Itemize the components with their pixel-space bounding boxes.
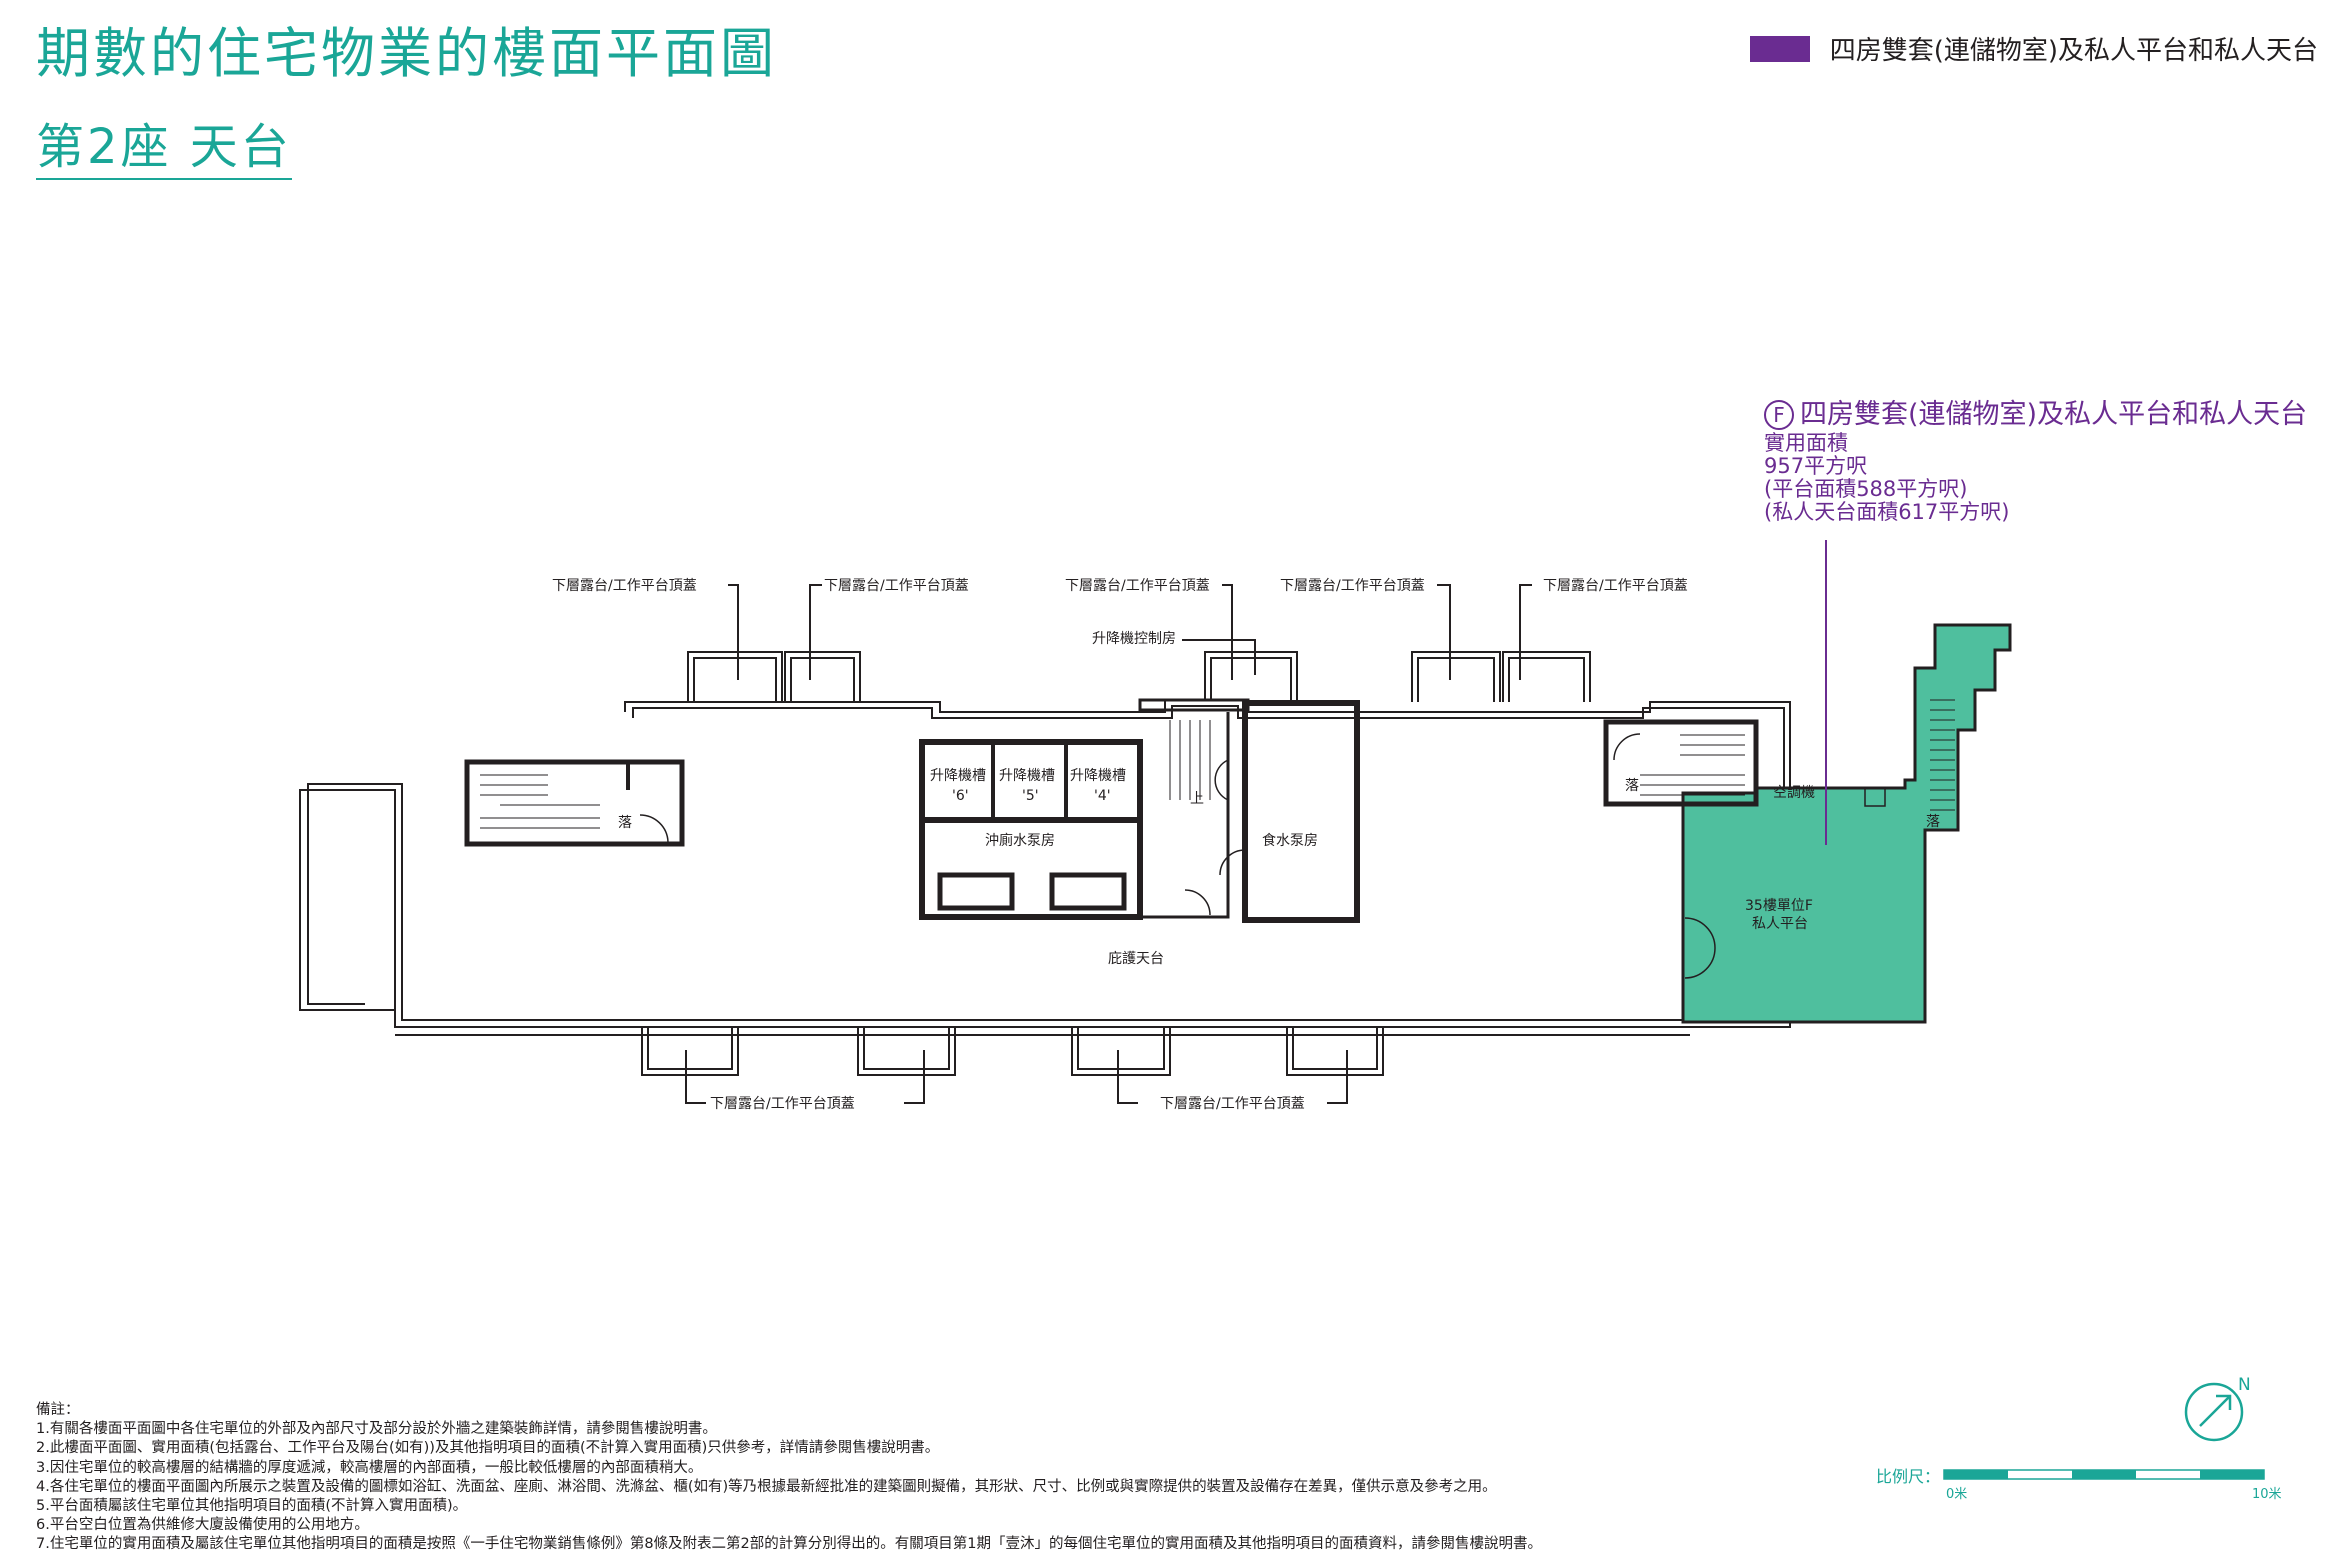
unit-flat-type-label: 私人平台 xyxy=(1752,916,1808,932)
unit-type-name: 四房雙套(連儲物室)及私人平台和私人天台 xyxy=(1800,399,2308,430)
central-core-right xyxy=(1242,700,1360,923)
note-item: 1.有關各樓面平面圖中各住宅單位的外部及內部尺寸及部分設於外牆之建築裝飾詳情，請… xyxy=(36,1421,717,1438)
leader-line xyxy=(904,1050,925,1104)
left-stair-core xyxy=(464,759,685,847)
leader-line xyxy=(728,584,739,680)
canopy-bottom-box xyxy=(641,1027,739,1076)
leader-line xyxy=(1519,584,1532,680)
unit-info-heading: F 四房雙套(連儲物室)及私人平台和私人天台 xyxy=(1764,398,2307,432)
unit-info-block: F 四房雙套(連儲物室)及私人平台和私人天台 實用面積 957平方呎 (平台面積… xyxy=(1764,398,2307,524)
canopy-bottom-box xyxy=(1286,1027,1384,1076)
canopy-label: 下層露台/工作平台頂蓋 xyxy=(824,578,969,594)
lift-shaft-number: '6' xyxy=(952,788,969,804)
potable-pump-room-label: 食水泵房 xyxy=(1262,832,1318,849)
legend-swatch xyxy=(1749,35,1810,62)
stair-lines xyxy=(1169,720,1211,800)
scale-segment xyxy=(1944,1470,2008,1479)
pump-tank xyxy=(1049,872,1127,911)
north-label: N xyxy=(2238,1375,2251,1395)
private-flat-roof xyxy=(1681,623,2012,1024)
up-label: 上 xyxy=(1190,791,1204,807)
lift-shaft-number: '4' xyxy=(1094,788,1111,804)
unit-info-line: 實用面積 xyxy=(1764,431,1848,455)
protected-roof-label: 庇護天台 xyxy=(1108,951,1164,967)
unit-code-badge: F xyxy=(1764,400,1794,430)
canopy-top-box xyxy=(1204,651,1298,700)
canopy-top-box xyxy=(1502,651,1591,702)
notes-heading: 備註： xyxy=(36,1402,80,1418)
leader-line xyxy=(1117,1050,1138,1104)
page-title: 期數的住宅物業的樓面平面圖 xyxy=(36,22,777,85)
canopy-bottom-box xyxy=(857,1027,956,1076)
note-item: 3.因住宅單位的較高樓層的結構牆的厚度遞減，較高樓層的內部面積，一般比較低樓層的… xyxy=(36,1459,703,1476)
stair-lines xyxy=(1640,734,1745,796)
lift-shaft-label: 升降機槽 xyxy=(930,768,986,784)
right-stair-core xyxy=(1603,719,1759,807)
note-item: 7.住宅單位的實用面積及屬該住宅單位其他指明項目的面積是按照《一手住宅物業銷售條… xyxy=(36,1536,1543,1553)
canopy-label: 下層露台/工作平台頂蓋 xyxy=(1543,578,1688,594)
north-arrow-icon: N xyxy=(2184,1375,2251,1442)
leader-line xyxy=(809,584,822,680)
unit-info-line: (平台面積588平方呎) xyxy=(1764,477,1968,501)
lift-shaft-label: 升降機槽 xyxy=(999,768,1055,784)
unit-info-line: (私人天台面積617平方呎) xyxy=(1764,500,2010,524)
lift-shaft-label: 升降機槽 xyxy=(1070,768,1126,784)
stair-lines xyxy=(1930,699,1955,811)
down-label: 落 xyxy=(1625,778,1639,794)
lift-control-room-label: 升降機控制房 xyxy=(1092,631,1176,647)
down-label: 落 xyxy=(1926,814,1940,830)
unit-info-line: 957平方呎 xyxy=(1764,454,1868,478)
note-item: 5.平台面積屬該住宅單位其他指明項目的面積(不計算入實用面積)。 xyxy=(36,1498,468,1515)
note-item: 6.平台空白位置為供維修大廈設備使用的公用地方。 xyxy=(36,1517,369,1534)
lift-shaft-number: '5' xyxy=(1022,788,1039,804)
canopy-label: 下層露台/工作平台頂蓋 xyxy=(1160,1096,1305,1112)
scale-segment xyxy=(2200,1470,2264,1479)
leader-line xyxy=(1222,584,1233,680)
page-subtitle: 第2座 天台 xyxy=(36,118,292,180)
door-swing xyxy=(1684,917,1716,979)
aircon-label: 空調機 xyxy=(1773,785,1815,801)
north-arrow: N xyxy=(2182,1370,2257,1449)
canopy-label: 下層露台/工作平台頂蓋 xyxy=(1280,578,1425,594)
leader-line xyxy=(1437,584,1451,680)
canopy-bottom-box xyxy=(1071,1027,1171,1076)
pump-tank xyxy=(937,872,1015,911)
canopy-label: 下層露台/工作平台頂蓋 xyxy=(710,1096,855,1112)
building-outline xyxy=(299,699,1791,1028)
canopy-top-box xyxy=(784,651,861,702)
central-core-left xyxy=(919,739,1143,920)
legend: 四房雙套(連儲物室)及私人平台和私人天台 xyxy=(1749,30,2318,67)
aircon-unit xyxy=(1864,787,1886,807)
note-item: 2.此樓面平面圖、實用面積(包括露台、工作平台及陽台(如有))及其他指明項目的面… xyxy=(36,1440,940,1457)
canopy-label: 下層露台/工作平台頂蓋 xyxy=(1065,578,1210,594)
stair-lines xyxy=(480,774,600,829)
scale-end: 10米 xyxy=(2252,1487,2282,1502)
scale-segment xyxy=(2072,1470,2136,1479)
flush-pump-room-label: 沖廁水泵房 xyxy=(985,832,1055,849)
leader-line xyxy=(1327,1050,1348,1104)
scale-bar: 比例尺： 0米 10米 xyxy=(1876,1462,2296,1511)
canopy-top-box xyxy=(1411,651,1501,702)
notes-block: 備註： 1.有關各樓面平面圖中各住宅單位的外部及內部尺寸及部分設於外牆之建築裝飾… xyxy=(36,1401,1542,1555)
building-outline-inner xyxy=(307,705,1785,1021)
scale-start: 0米 xyxy=(1946,1487,1967,1502)
down-label: 落 xyxy=(618,815,632,831)
leader-line xyxy=(685,1050,706,1104)
note-item: 4.各住宅單位的樓面平面圖內所展示之裝置及設備的圖標如浴缸、洗面盆、座廁、淋浴間… xyxy=(36,1478,1497,1495)
legend-label: 四房雙套(連儲物室)及私人平台和私人天台 xyxy=(1829,36,2318,66)
canopy-top-box xyxy=(687,651,783,702)
leader-line xyxy=(1182,639,1256,675)
unit-flat-label: 35樓單位F xyxy=(1745,898,1813,914)
scale-label: 比例尺： xyxy=(1876,1467,1940,1486)
canopy-label: 下層露台/工作平台頂蓋 xyxy=(552,578,697,594)
